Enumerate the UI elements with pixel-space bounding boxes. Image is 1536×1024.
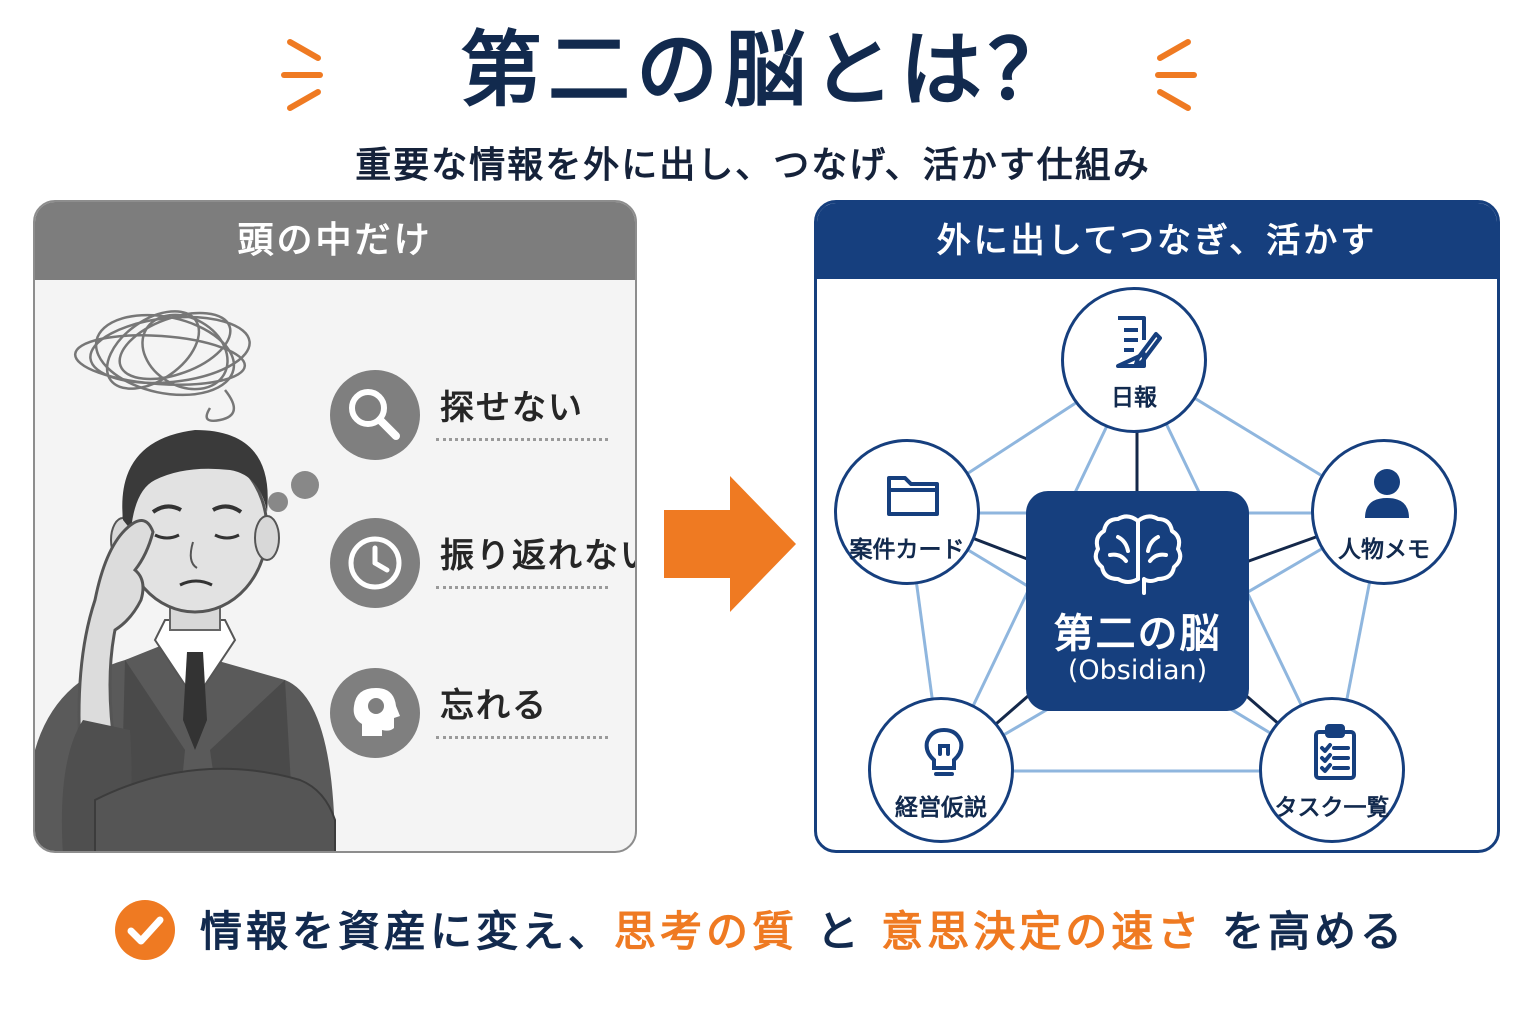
head-icon [330, 668, 420, 758]
left-accent-lines [281, 39, 323, 111]
lightbulb-icon [924, 727, 964, 776]
page-title: 第二の脳とは？ [459, 23, 1076, 118]
node-label: 日報 [1111, 385, 1157, 411]
summary-highlight-quality: 思考の質 [614, 907, 799, 956]
worried-businessman-illustration [35, 310, 336, 851]
node-business-hypothesis: 経営仮説 [868, 697, 1014, 843]
node-label: 人物メモ [1338, 537, 1430, 563]
check-circle-icon [115, 900, 175, 960]
summary-part-3: を高める [1221, 907, 1406, 956]
node-label: 経営仮説 [895, 795, 987, 821]
head-only-panel-title: 頭の中だけ [35, 202, 635, 280]
node-label: タスク一覧 [1274, 795, 1390, 821]
head-only-panel: 頭の中だけ [33, 200, 637, 853]
page-subtitle: 重要な情報を外に出し、つなげ、活かす仕組み [355, 145, 1151, 186]
second-brain-core: 第二の脳 (Obsidian) [1026, 491, 1249, 711]
problem-label: 探せない [440, 388, 584, 428]
magnifier-icon [330, 370, 420, 460]
clock-icon [330, 518, 420, 608]
second-brain-panel: 外に出してつなぎ、活かす [814, 200, 1500, 853]
folder-icon [887, 476, 939, 516]
summary-statement: 情報を資産に変え、思考の質 と 意思決定の速さ を高める [200, 898, 1406, 959]
person-icon [1365, 469, 1409, 518]
problem-label: 振り返れない [440, 536, 637, 576]
clipboard-checklist-icon [1314, 724, 1356, 780]
dotted-divider [436, 438, 608, 441]
problem-label: 忘れる [440, 686, 548, 726]
dotted-divider [436, 586, 608, 589]
summary-part-2: と [816, 907, 863, 956]
node-person-memo: 人物メモ [1311, 439, 1457, 585]
second-brain-panel-title: 外に出してつなぎ、活かす [817, 203, 1497, 279]
summary-highlight-speed: 意思決定の速さ [881, 907, 1204, 956]
right-arrow-icon [664, 476, 796, 612]
node-daily-report: 日報 [1061, 287, 1207, 433]
brain-icon [1093, 514, 1183, 595]
problem-item-search: 探せない [330, 370, 630, 470]
problem-item-forget: 忘れる [330, 668, 630, 768]
node-label: 案件カード [849, 537, 965, 563]
summary-part-1: 情報を資産に変え、 [200, 907, 615, 956]
problem-item-review: 振り返れない [330, 518, 635, 618]
core-subtitle: (Obsidian) [1067, 655, 1208, 686]
right-accent-lines [1155, 39, 1197, 111]
node-project-card: 案件カード [834, 439, 980, 585]
dotted-divider [436, 736, 608, 739]
document-pen-icon [1116, 316, 1162, 368]
core-title: 第二の脳 [1053, 611, 1222, 657]
node-task-list: タスク一覧 [1259, 697, 1405, 843]
